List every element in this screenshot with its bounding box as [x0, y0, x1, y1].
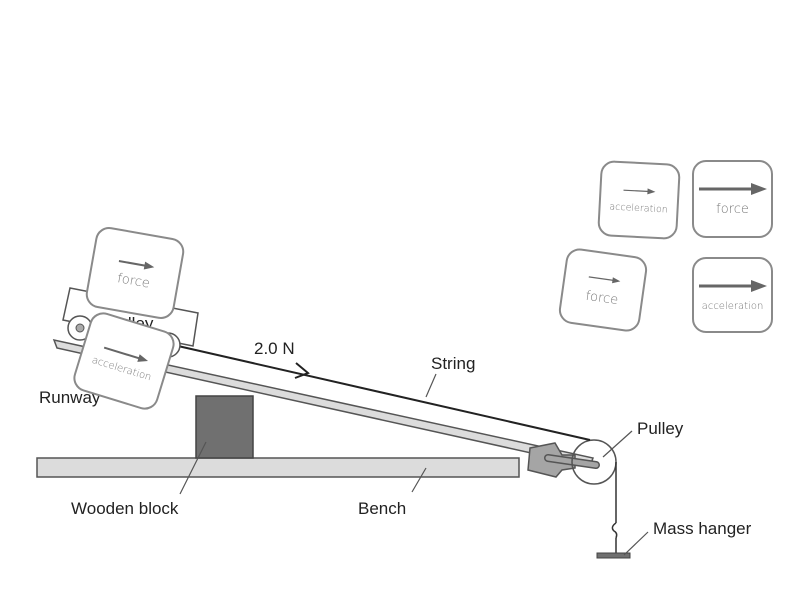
- label-pulley: Pulley: [637, 419, 684, 438]
- card-acceleration-large[interactable]: acceleration: [692, 257, 773, 333]
- label-force-value: 2.0 N: [254, 339, 295, 358]
- card-label: force: [116, 270, 152, 292]
- label-wooden-block: Wooden block: [71, 499, 179, 518]
- card-acceleration-trolley[interactable]: acceleration: [69, 308, 179, 414]
- card-label: acceleration: [609, 200, 669, 216]
- bench-leader: [411, 467, 427, 493]
- card-label: acceleration: [701, 300, 764, 312]
- card-force-trolley[interactable]: force: [83, 224, 187, 322]
- label-runway: Runway: [39, 388, 101, 407]
- wooden-block-leader: [179, 441, 207, 495]
- string: [177, 345, 591, 441]
- label-bench: Bench: [358, 499, 406, 518]
- card-acceleration-small[interactable]: acceleration: [597, 159, 681, 241]
- label-string: String: [431, 354, 475, 373]
- card-force-large[interactable]: force: [692, 160, 773, 238]
- mass-hanger: [596, 552, 631, 559]
- wooden-block: [195, 395, 254, 459]
- arrow-right-icon: [103, 346, 149, 362]
- card-label: force: [716, 201, 749, 217]
- card-force-small[interactable]: force: [557, 246, 649, 334]
- string-leader: [425, 373, 437, 398]
- label-mass-hanger: Mass hanger: [653, 519, 752, 538]
- mass-hanger-leader: [623, 531, 649, 556]
- arrow-right-icon: [588, 275, 621, 283]
- bench: [36, 457, 520, 478]
- arrow-right-icon: [698, 182, 767, 195]
- pulley-leader: [602, 430, 633, 458]
- hook: [611, 522, 618, 539]
- trolley-axle-rear: [75, 323, 85, 333]
- arrow-right-icon: [623, 187, 656, 194]
- force-arrowhead: [294, 362, 310, 379]
- card-label: force: [584, 288, 620, 308]
- arrow-right-icon: [118, 259, 155, 269]
- arrow-right-icon: [698, 279, 767, 292]
